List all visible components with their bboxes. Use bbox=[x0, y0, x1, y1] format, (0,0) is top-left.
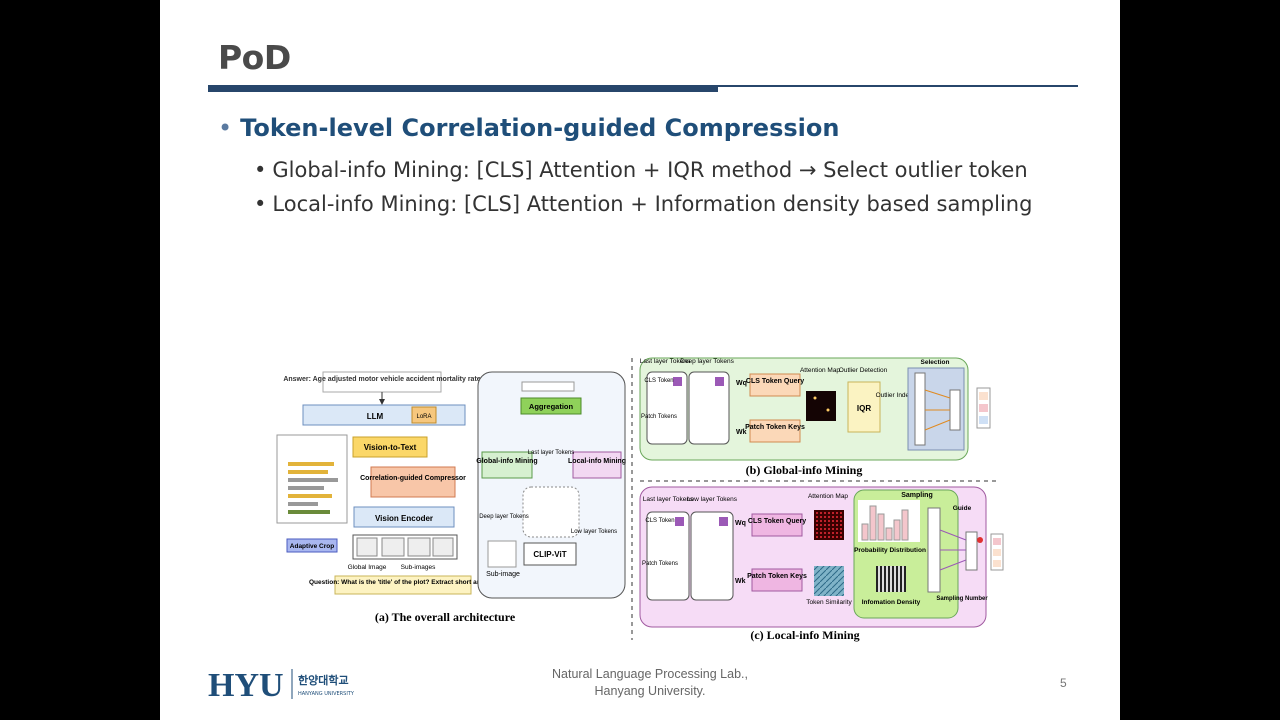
footer-affiliation: Natural Language Processing Lab., Hanyan… bbox=[540, 666, 760, 700]
global-image-label: Global Image bbox=[348, 564, 387, 571]
information-density-image bbox=[876, 566, 906, 592]
patch-tokens-label-c: Patch Tokens bbox=[642, 561, 678, 567]
probability-distribution-label: Probability Distribution bbox=[854, 547, 926, 554]
global-mining-box: Global-info Mining bbox=[476, 458, 537, 465]
lora-tag: LoRA bbox=[416, 414, 431, 420]
sampling-label: Sampling bbox=[901, 492, 933, 499]
cls-token-label-b: CLS Token bbox=[644, 378, 673, 384]
page-number: 5 bbox=[1060, 676, 1067, 690]
architecture-figure: Answer: Age adjusted motor vehicle accid… bbox=[276, 357, 1004, 642]
sampling-number-label: Sampling Number bbox=[936, 596, 988, 602]
wq-label-c: Wq bbox=[735, 520, 746, 527]
sub-images-label: Sub-images bbox=[401, 564, 436, 571]
footer-line1: Natural Language Processing Lab., bbox=[552, 667, 748, 681]
bullet-level2-local: •Local-info Mining: [CLS] Attention + In… bbox=[254, 192, 1033, 216]
guide-label: Guide bbox=[953, 505, 972, 512]
deep-layer-label-a: Deep layer Tokens bbox=[479, 514, 529, 520]
caption-b: (b) Global-info Mining bbox=[746, 463, 863, 477]
logo-hyu-text: HYU bbox=[208, 667, 284, 701]
iqr-box: IQR bbox=[857, 404, 871, 413]
slide: PoD •Token-level Correlation-guided Comp… bbox=[160, 0, 1120, 720]
caption-c: (c) Local-info Mining bbox=[750, 628, 859, 642]
local-mining-box: Local-info Mining bbox=[568, 458, 626, 465]
bullet1-text: Token-level Correlation-guided Compressi… bbox=[240, 114, 840, 142]
slide-title: PoD bbox=[218, 38, 291, 77]
footer-line2: Hanyang University. bbox=[594, 684, 706, 698]
token-similarity-label: Token Similarity bbox=[806, 599, 852, 606]
compressor-box: Correlation-guided Compressor bbox=[360, 475, 466, 482]
selection-label: Selection bbox=[921, 359, 950, 366]
cls-query-box-b: CLS Token Query bbox=[746, 378, 804, 385]
clip-vit-box: CLIP-ViT bbox=[533, 550, 566, 559]
bullet2-text: Global-info Mining: [CLS] Attention + IQ… bbox=[272, 158, 1028, 182]
patch-keys-box-c: Patch Token Keys bbox=[747, 573, 807, 580]
panel-c: Last layer Tokens Low layer Tokens CLS T… bbox=[639, 486, 1004, 642]
information-density-label: Infomation Density bbox=[862, 599, 921, 606]
attention-map-image-b bbox=[806, 391, 836, 421]
last-layer-label-b: Last layer Tokens bbox=[640, 358, 691, 365]
wk-label-b: Wk bbox=[736, 429, 747, 436]
deep-layer-label-b: Deep layer Tokens bbox=[680, 358, 734, 365]
answer-box: Answer: Age adjusted motor vehicle accid… bbox=[283, 376, 480, 383]
last-layer-label-c: Last layer Tokens bbox=[643, 496, 694, 503]
attention-map-image-c bbox=[814, 510, 844, 540]
patch-keys-box-b: Patch Token Keys bbox=[745, 424, 805, 431]
vision-encoder-box: Vision Encoder bbox=[375, 514, 433, 523]
panel-b: Last layer Tokens Deep layer Tokens CLS … bbox=[639, 357, 991, 477]
sub-image-label: Sub-image bbox=[486, 571, 520, 578]
llm-box: LLM bbox=[367, 412, 384, 421]
attention-map-label-c: Attention Map bbox=[808, 493, 848, 500]
patch-tokens-label-b: Patch Tokens bbox=[641, 414, 677, 420]
hyu-logo: HYU 한양대학교 HANYANG UNIVERSITY bbox=[208, 667, 355, 701]
panel-a: Answer: Age adjusted motor vehicle accid… bbox=[276, 371, 626, 624]
low-layer-label-c: Low layer Tokens bbox=[687, 496, 738, 503]
bullet-level2-global: •Global-info Mining: [CLS] Attention + I… bbox=[254, 158, 1028, 182]
vision-to-text-box: Vision-to-Text bbox=[364, 443, 417, 452]
cls-token-label-c: CLS Token bbox=[645, 518, 674, 524]
caption-a: (a) The overall architecture bbox=[375, 610, 516, 624]
aggregation-box: Aggregation bbox=[529, 402, 574, 411]
outlier-detection-label: Outlier Detection bbox=[839, 367, 888, 374]
adaptive-crop-box: Adaptive Crop bbox=[290, 543, 334, 550]
bullet3-text: Local-info Mining: [CLS] Attention + Inf… bbox=[272, 192, 1033, 216]
bullet-level1: •Token-level Correlation-guided Compress… bbox=[218, 114, 840, 142]
last-layer-label-a: Last layer Tokens bbox=[528, 450, 575, 456]
attention-map-label-b: Attention Map bbox=[800, 367, 840, 374]
cls-query-box-c: CLS Token Query bbox=[748, 518, 806, 525]
question-box: Question: What is the 'title' of the plo… bbox=[309, 579, 497, 586]
wq-label-b: Wq bbox=[736, 380, 747, 387]
logo-english-text: HANYANG UNIVERSITY bbox=[298, 691, 355, 697]
title-rule-accent bbox=[208, 86, 718, 92]
token-similarity-image bbox=[814, 566, 844, 596]
logo-korean-text: 한양대학교 bbox=[298, 673, 349, 687]
wk-label-c: Wk bbox=[735, 578, 746, 585]
outlier-index-label: Outlier Index bbox=[876, 392, 914, 399]
low-layer-label-a: Low layer Tokens bbox=[571, 529, 617, 535]
